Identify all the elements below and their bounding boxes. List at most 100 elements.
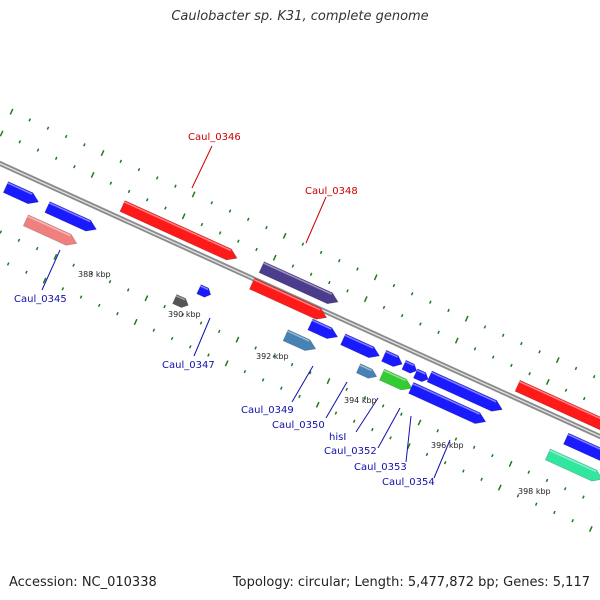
tick-mark [545,478,549,483]
tick-mark [291,264,295,268]
tick-mark [144,295,149,302]
gene-highlight [383,369,406,382]
label-leader-line [355,397,379,433]
tick-mark [473,347,477,351]
tick-mark [454,437,458,441]
tick-mark [309,272,313,276]
tick-mark [119,159,123,164]
tick-mark [17,238,21,242]
gene-highlight [27,215,71,237]
gene-label-caul-0349: Caul_0349 [241,405,294,416]
tick-mark [315,401,320,408]
tick-mark [346,289,349,293]
tick-mark [301,242,305,246]
gene-highlight [123,201,232,252]
tick-mark [588,525,593,533]
tick-mark [328,280,331,285]
tick-mark [224,360,229,367]
tick-mark [555,357,560,364]
tick-mark [9,108,14,115]
gene-label-caul-0346: Caul_0346 [188,132,241,143]
label-leader-line [191,145,213,189]
tick-mark [582,396,586,401]
tick-mark [491,453,494,458]
gene-highlight [549,449,597,473]
tick-mark [64,134,68,139]
accession-text: Accession: NC_010338 [9,575,157,590]
tick-mark [79,295,83,299]
tick-mark [553,510,556,515]
tick-mark [83,143,86,147]
tick-mark [210,201,214,205]
tick-marks [0,108,600,533]
tick-mark [400,314,404,318]
gene-highlight [344,334,374,349]
tick-mark [410,292,414,296]
tick-mark [592,375,596,379]
map-title: Caulobacter sp. K31, complete genome [171,9,429,24]
tick-mark [265,225,268,230]
tick-mark [181,213,186,220]
gene-label-caul-0350: Caul_0350 [272,420,325,431]
gene-caul-0348 [249,277,328,320]
label-leader-line [193,317,211,357]
tick-mark [363,395,367,400]
tick-mark [508,460,513,467]
tick-mark [46,126,50,130]
tick-mark [6,262,10,266]
gene-caul-0348-top [258,261,339,305]
tick-mark [255,247,258,252]
tick-mark [279,386,283,390]
gene-highlight [431,371,497,403]
tick-label-396: 396 kbp [431,441,464,450]
tick-mark [191,191,196,198]
tick-mark [72,263,75,267]
tick-mark [352,419,356,423]
gene-blue-a [2,181,40,205]
tick-mark [464,315,469,322]
tick-label-392: 392 kbp [256,352,289,361]
genes [0,180,600,482]
tick-mark [174,184,177,188]
gene-blue-b [44,201,97,232]
tick-mark [319,250,323,255]
tick-mark [419,322,422,326]
gene-label-caul-0345: Caul_0345 [14,294,67,305]
tick-mark [520,341,523,346]
tick-mark [137,167,141,172]
tick-mark [381,404,385,408]
tick-mark [337,259,341,263]
tick-mark [116,311,119,316]
gene-blue-e [381,349,403,367]
tick-mark [272,254,277,261]
gene-caul-0349 [282,329,317,351]
tick-mark [90,171,95,178]
tick-mark [97,303,101,308]
tick-mark [563,487,567,491]
tick-mark [538,350,541,354]
tick-mark [228,209,232,213]
gene-highlight [200,285,209,291]
gene-blue-f [401,359,418,374]
tick-mark [392,283,396,288]
genome-summary-text: Topology: circular; Length: 5,477,872 bp… [232,575,590,590]
tick-mark [53,253,58,260]
gene-highlight [175,295,186,301]
gene-highlight [416,369,426,375]
label-leader-line [291,365,314,403]
tick-mark [100,150,105,157]
tick-mark [152,328,156,332]
tick-mark [491,355,495,359]
tick-label-398: 398 kbp [518,487,551,496]
tick-mark [436,429,440,433]
tick-mark [308,371,312,375]
gene-highlight [519,380,600,420]
tick-mark [528,372,531,376]
gene-caul-0354 [408,382,487,424]
tick-mark [108,280,112,284]
tick-mark [127,189,131,194]
gene-highlight [48,202,91,223]
tick-mark [61,287,65,291]
tick-mark [217,329,221,334]
